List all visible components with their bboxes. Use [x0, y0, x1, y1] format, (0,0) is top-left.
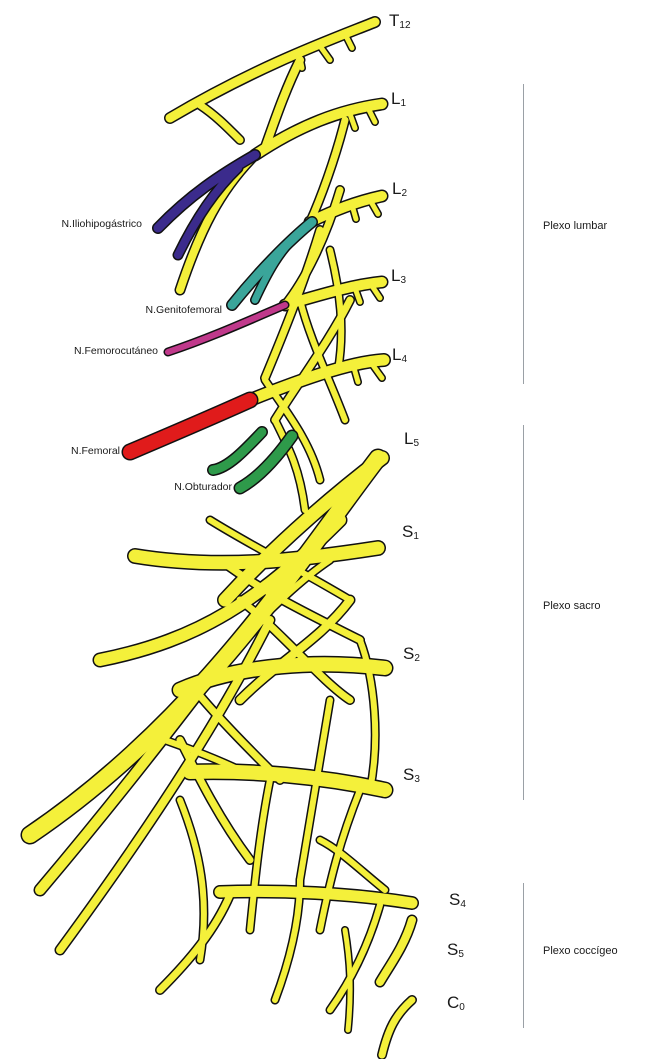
root-label-s1: S1 — [402, 523, 419, 542]
divider-plexo-sacro — [523, 425, 524, 800]
root-label-co: C0 — [447, 994, 465, 1013]
divider-plexo-coccigeo — [523, 883, 524, 1028]
n-femoral — [130, 400, 250, 452]
label-plexo-lumbar: Plexo lumbar — [543, 221, 607, 232]
label-n-iliohipogastrico: N.Iliohipogástrico — [61, 219, 142, 230]
root-label-s5: S5 — [447, 941, 464, 960]
root-label-l3: L3 — [391, 267, 406, 286]
label-n-femoral: N.Femoral — [71, 446, 120, 457]
root-label-t12: T12 — [389, 12, 411, 31]
divider-plexo-lumbar — [523, 84, 524, 384]
label-plexo-sacro: Plexo sacro — [543, 601, 600, 612]
n-obturador — [213, 432, 262, 470]
root-label-l5: L5 — [404, 430, 419, 449]
root-label-s2: S2 — [403, 645, 420, 664]
label-n-genitofemoral: N.Genitofemoral — [146, 305, 222, 316]
sacral-conn-11 — [160, 895, 230, 990]
root-label-s3: S3 — [403, 766, 420, 785]
root-label-l1: L1 — [391, 90, 406, 109]
root-label-l2: L2 — [392, 180, 407, 199]
root-s3 — [190, 772, 385, 790]
root-label-l4: L4 — [392, 346, 407, 365]
root-label-s4: S4 — [449, 891, 466, 910]
label-n-femorocutaneo: N.Femorocutáneo — [74, 346, 158, 357]
label-n-obturador: N.Obturador — [174, 482, 232, 493]
sacral-conn-10 — [330, 905, 380, 1010]
label-plexo-coccigeo: Plexo coccígeo — [543, 946, 618, 957]
lumbar-conn-8 — [200, 105, 240, 140]
sacral-conn-6 — [300, 700, 330, 880]
root-s5 — [380, 920, 412, 982]
lumbar-conn-9 — [330, 250, 341, 370]
sacral-conn-8 — [250, 780, 270, 930]
